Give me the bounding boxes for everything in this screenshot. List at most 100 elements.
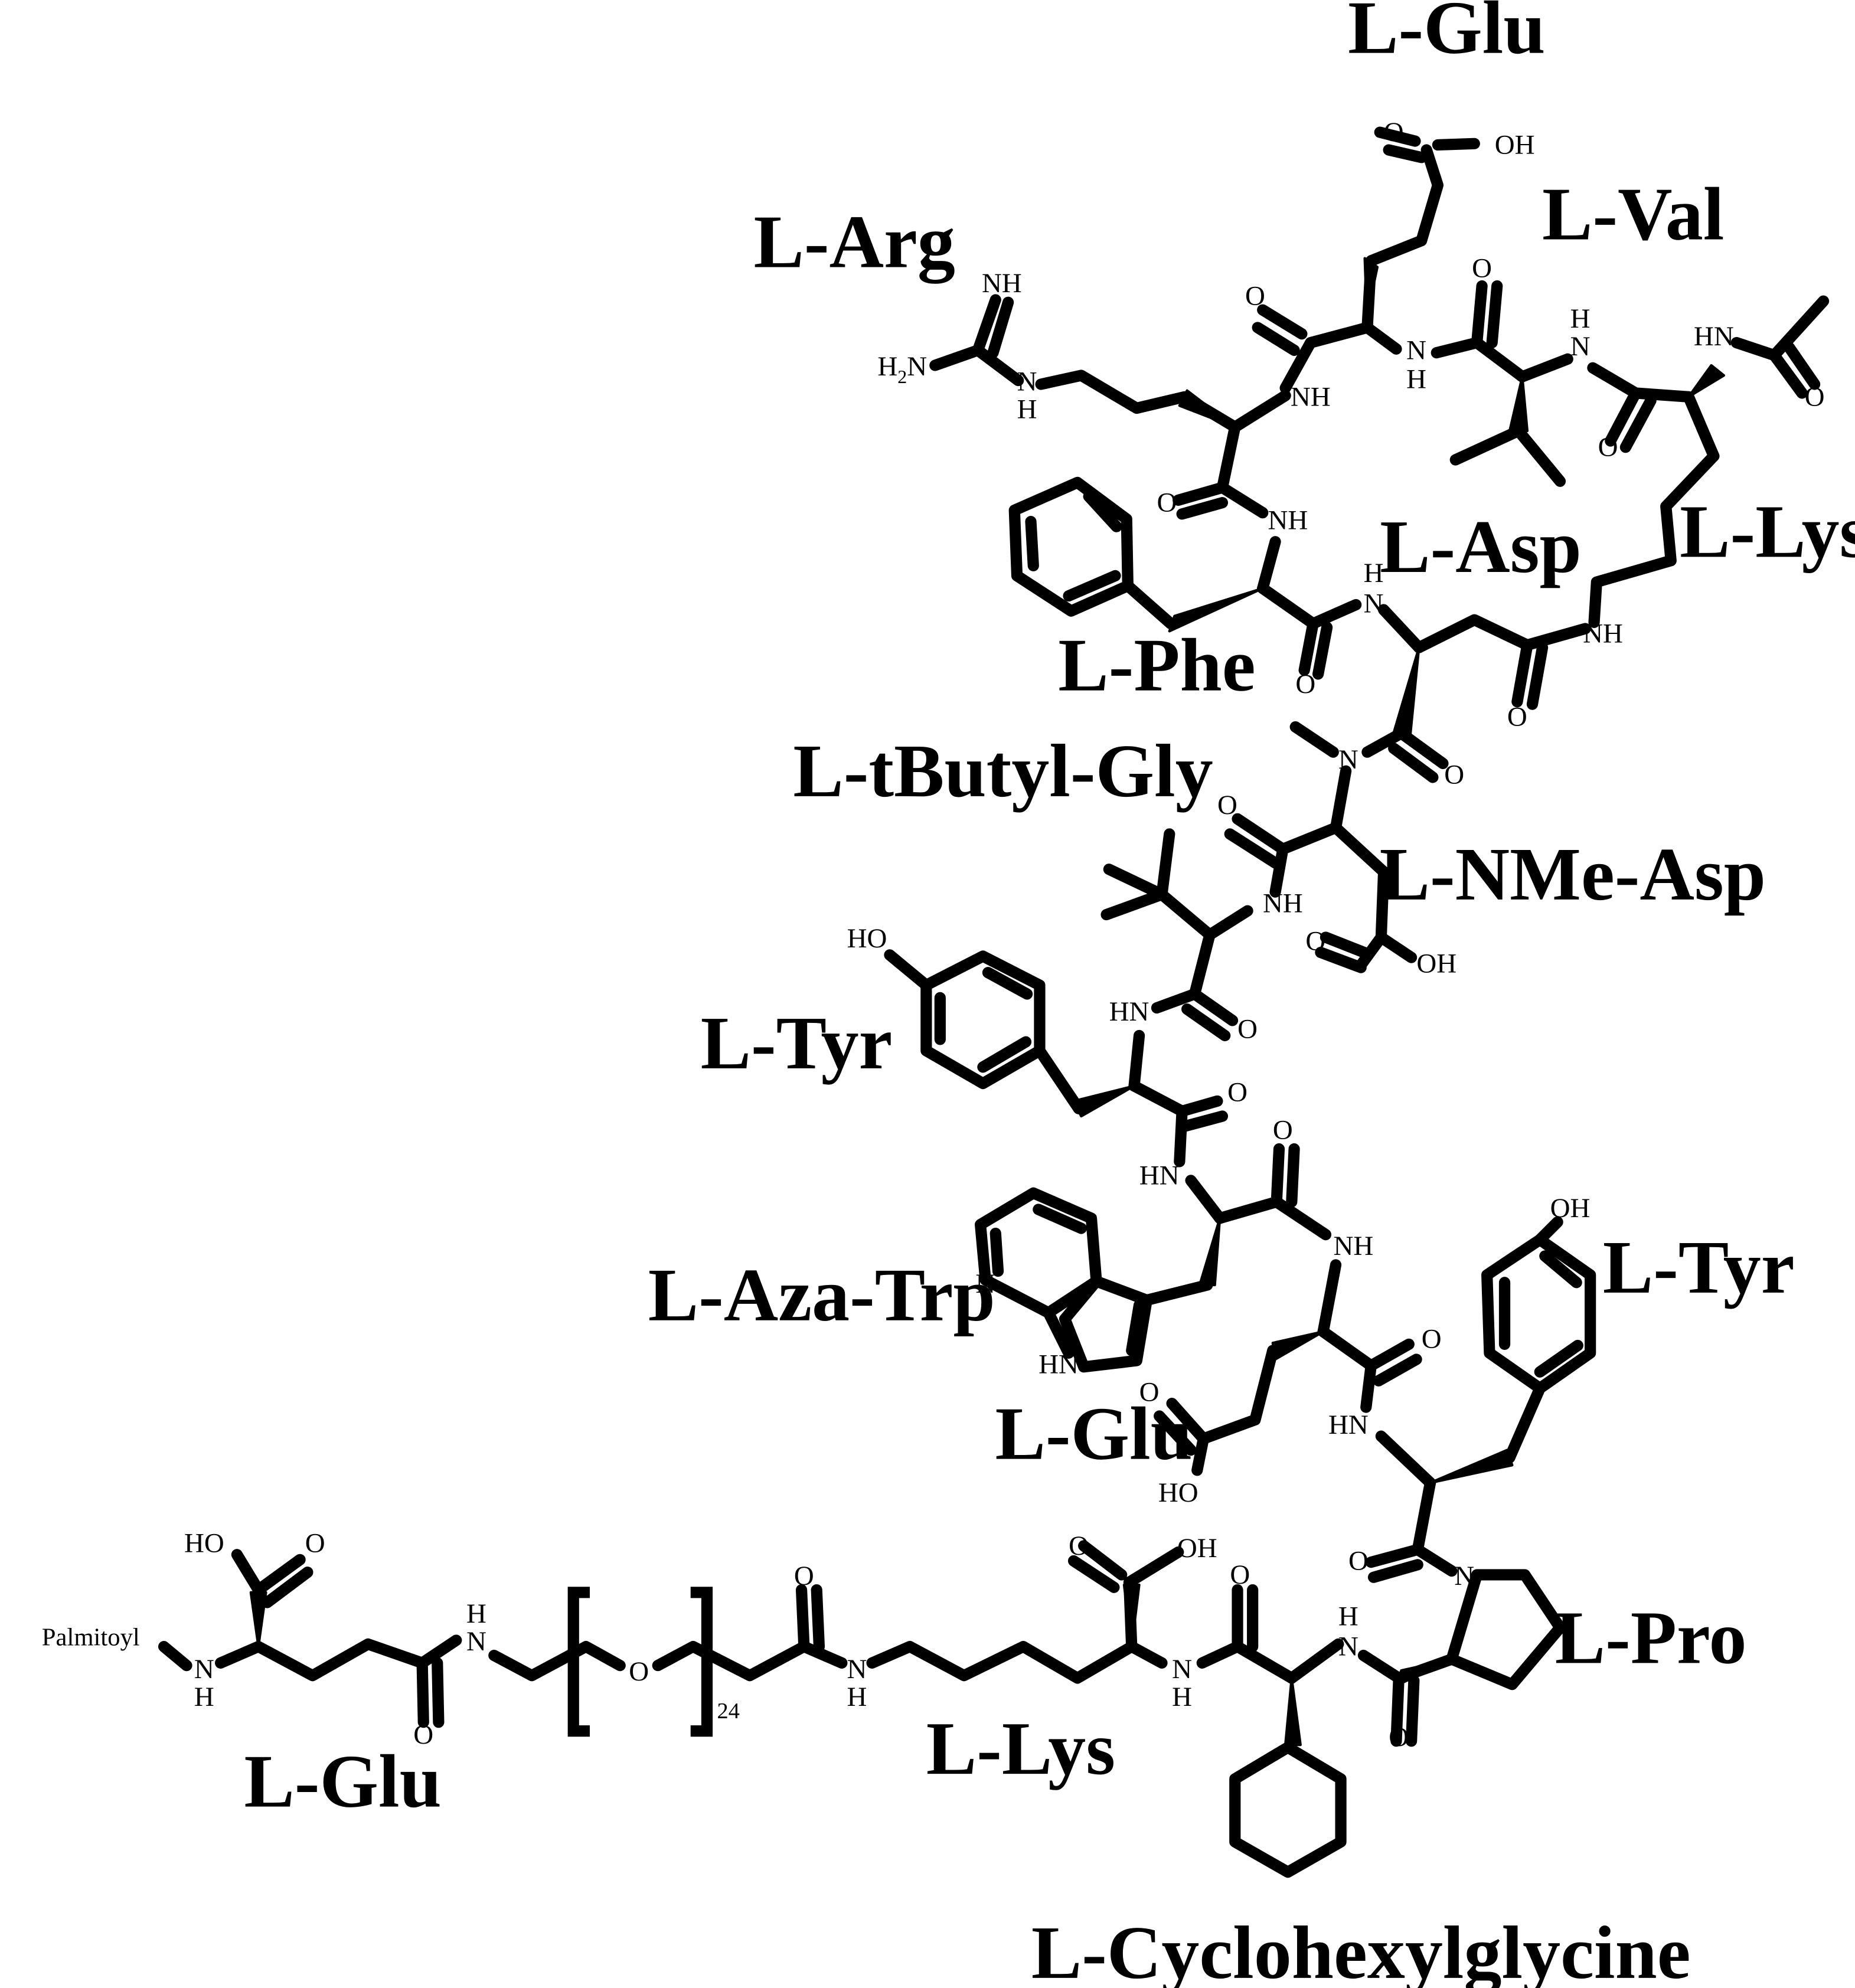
label-glu-top: L-Glu [1348,0,1545,70]
label-glu-mid: L-Glu [995,1392,1193,1476]
atom-h-arg: H [1017,394,1037,425]
wedge-arg [1178,389,1236,429]
atom-o-nmeasp-acid: O [1305,926,1325,956]
atom-oh-glu-top-acid: OH [1495,129,1535,160]
atom-labels: O OH O NH N H O H N HN O O NH H2N N H O … [42,117,1825,1752]
atom-oh-tyr-right: OH [1550,1193,1591,1224]
atom-o-tyr-left-co: O [1227,1077,1247,1107]
atom-ho-tyr-left: HO [847,923,887,954]
atom-palmitoyl: Palmitoyl [42,1623,140,1651]
wedge-lys-top [1687,364,1726,398]
wedge-azatrp [1198,1217,1222,1287]
atom-hn-azatrp: HN [1139,1160,1180,1191]
atom-nh-lys-top-side: NH [1583,619,1623,649]
atom-o-lys-top: O [1598,432,1618,463]
label-tyr-right: L-Tyr [1603,1225,1795,1309]
label-tyr-left: L-Tyr [701,1001,893,1085]
atom-repeat-count: 24 [717,1699,740,1724]
atom-o-azatrp-co: O [1273,1114,1293,1145]
bonds-tyr-azatrp [884,949,1332,1373]
bonds-phe-asp [1008,421,1591,783]
atom-o-pro-co: O [1389,1722,1409,1752]
atom-o-chg-co: O [1230,1559,1250,1590]
atom-o-glu-top-co: O [1245,281,1265,312]
atom-o-glu-bottom-acid: O [305,1528,325,1559]
bonds-top-section [929,126,1830,628]
atom-ho-glu-bottom-acid: HO [184,1528,224,1559]
label-lys-top: L-Lys [1680,489,1855,573]
atom-n-asp: N [1364,588,1384,619]
atom-ho-glu-mid-acid: HO [1158,1477,1198,1508]
atom-o-peg-co: O [794,1561,814,1591]
atom-o-lys-bottom-acid: O [1069,1531,1089,1561]
atom-hn-indole: HN [1038,1349,1079,1379]
atom-h2n-arg: H2N [877,351,927,387]
atom-o-asp-co: O [1444,760,1464,790]
atom-n-val: N [1406,335,1426,365]
atom-hn-tbugly: HN [1109,996,1149,1027]
atom-o-glu-mid-acid: O [1139,1376,1160,1407]
atom-h-glu-bottom-amide: H [466,1598,486,1629]
wedge-nmeasp [1334,826,1390,881]
atom-o-acetyl: O [1805,381,1825,412]
label-nme-asp: L-NMe-Asp [1380,832,1766,916]
wedge-tyr-right [1429,1449,1514,1485]
wedge-glu-bottom [249,1591,267,1648]
atom-n-nme: N [1338,744,1358,775]
label-cyclohexylglycine: L-Cyclohexylglycine [1031,1911,1691,1988]
residue-labels: L-Glu L-Arg L-Val L-Lys L-Asp L-Phe L-tB… [244,0,1855,1988]
atom-hn-acetyl: HN [1694,321,1734,352]
label-aza-trp: L-Aza-Trp [648,1253,995,1337]
atom-nh-glu-mid: NH [1334,1231,1374,1261]
wedge-tyr-left [1072,1084,1136,1118]
atom-n-glu-bottom-amide: N [466,1626,486,1657]
atom-n-chg: N [1338,1631,1358,1662]
atom-o-tbugly-co: O [1237,1014,1258,1045]
atom-h-lys-top: H [1570,303,1591,334]
atom-hn-tyr-right: HN [1328,1410,1369,1440]
repeat-bracket-right [690,1587,713,1737]
wedge-pro [1394,1657,1454,1687]
atom-n-pro: N [1454,1561,1474,1591]
atom-o-phe-co: O [1295,669,1315,699]
repeat-bracket-left [567,1587,590,1737]
atom-o-glu-mid-co: O [1422,1324,1442,1355]
atom-o-tyr-right-co: O [1348,1545,1369,1576]
atom-n-glu-bottom-alpha: N [194,1654,214,1685]
wedge-tbugly [1155,888,1211,936]
atom-o-glu-bottom-side: O [413,1719,433,1750]
atom-h-glu-bottom-alpha: H [194,1682,214,1712]
label-pro: L-Pro [1555,1595,1747,1679]
wedge-asp [1391,646,1420,738]
label-lys-bottom: L-Lys [926,1706,1115,1790]
atom-h-chg: H [1338,1601,1358,1631]
wedge-chg [1284,1676,1302,1747]
wedge-glu-top [1362,257,1379,334]
atom-oh-nmeasp-acid: OH [1416,949,1456,979]
label-tbutyl-gly: L-tButyl-Gly [793,729,1213,813]
atom-h-lys-bottom-side: H [847,1682,867,1712]
atom-nh-arg-imine: NH [982,268,1022,299]
atom-n-lys-bottom-side: N [847,1654,867,1685]
atom-o-val: O [1472,253,1492,284]
label-asp: L-Asp [1380,505,1582,588]
atom-nh-tbugly: NH [1263,888,1303,918]
label-arg: L-Arg [754,200,955,283]
atom-o-arg-co: O [1157,488,1177,518]
atom-nh-phe: NH [1268,505,1308,535]
atom-o-asp-side: O [1507,701,1527,732]
atom-h-asp: H [1364,558,1384,588]
atom-nh-glu-top: NH [1291,381,1331,412]
wedge-phe [1168,587,1264,633]
atom-n-lys-top: N [1570,331,1591,362]
wedge-val [1508,375,1529,433]
wedge-lys-bottom [1122,1583,1141,1648]
atom-n-azaindole: N [975,1268,995,1299]
atom-h-lys-bottom-alpha: H [1172,1682,1192,1712]
atom-oh-lys-bottom-acid: OH [1177,1533,1217,1564]
atom-n-lys-bottom-alpha: N [1172,1654,1192,1685]
label-phe: L-Phe [1058,623,1255,707]
atom-o-nmeasp-co: O [1217,790,1237,820]
bonds-glu-tyr-pro [1154,1216,1596,1747]
